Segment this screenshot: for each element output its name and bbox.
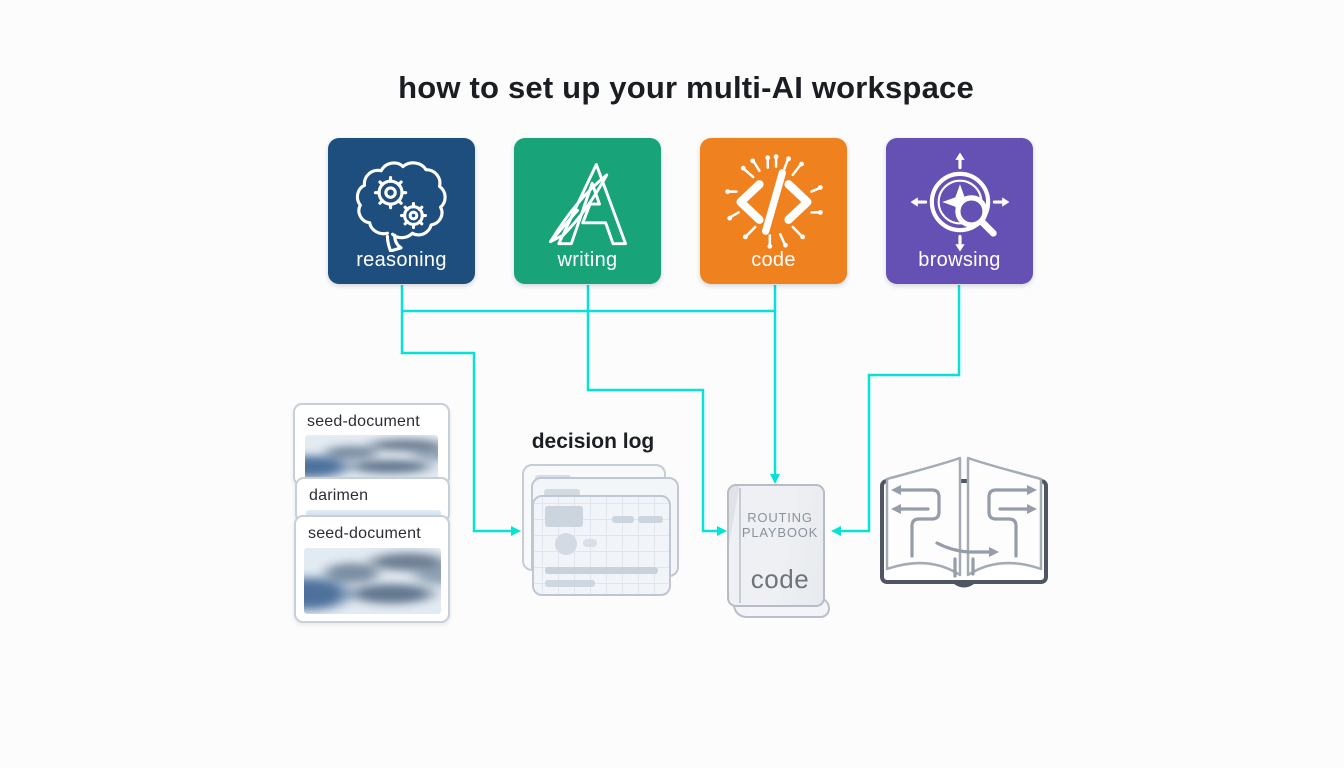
tile-label-code: code xyxy=(751,249,796,271)
seed-document-thumbnail xyxy=(304,548,441,614)
routing-playbook-book: ROUTING PLAYBOOK code xyxy=(727,484,830,618)
seed-document-thumbnail xyxy=(306,510,441,518)
tile-label-reasoning: reasoning xyxy=(356,249,447,271)
tile-label-writing: writing xyxy=(557,249,618,271)
playbook-spine xyxy=(739,488,741,603)
code-circuit-icon xyxy=(724,154,823,249)
quill-letter-a-icon xyxy=(548,163,627,246)
tile-label-browsing: browsing xyxy=(918,249,1001,271)
seed-document-label: seed-document xyxy=(308,525,421,542)
seed-document-card-3: seed-document xyxy=(294,515,450,623)
tile-writing: writing xyxy=(514,138,661,284)
seed-document-label: seed-document xyxy=(307,413,420,430)
seed-document-card-1: seed-document xyxy=(293,403,450,486)
seed-document-label: darimen xyxy=(309,487,369,504)
page-title: how to set up your multi-AI workspace xyxy=(398,70,974,105)
playbook-title-line1: ROUTING xyxy=(747,510,813,525)
playbook-code-label: code xyxy=(750,564,810,594)
decision-log-page-front xyxy=(532,495,671,596)
routing-maze-book-icon xyxy=(880,456,1048,588)
tile-browsing: browsing xyxy=(886,138,1033,284)
playbook-title-line2: PLAYBOOK xyxy=(741,525,819,540)
decision-log-title: decision log xyxy=(531,430,655,453)
tile-reasoning: reasoning xyxy=(328,138,475,284)
seed-document-thumbnail xyxy=(305,435,438,480)
brain-gears-icon xyxy=(355,161,447,252)
compass-magnifier-icon xyxy=(910,152,1009,252)
playbook-cover: ROUTING PLAYBOOK code xyxy=(727,484,825,607)
tile-code: code xyxy=(700,138,847,284)
